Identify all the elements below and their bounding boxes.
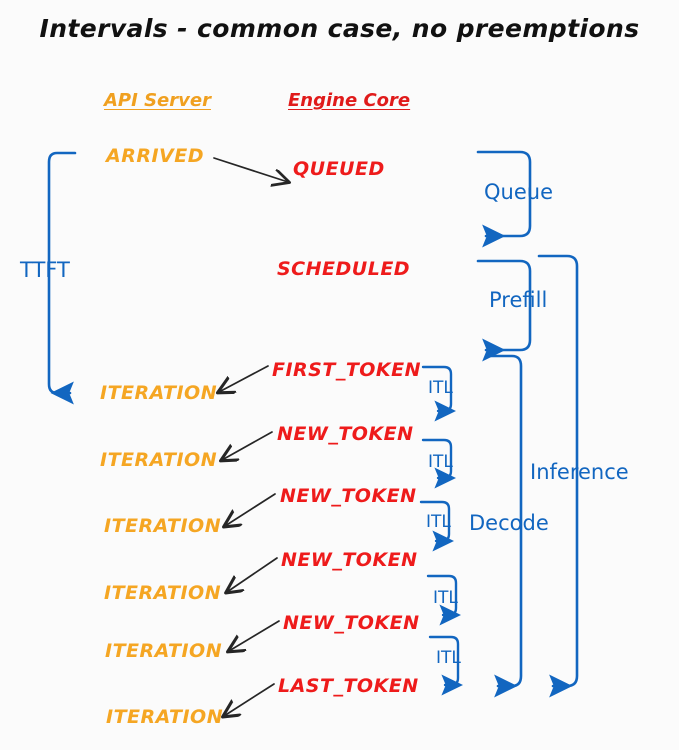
state-scheduled: SCHEDULED [277,258,411,280]
bracket-itl-5 [428,635,463,696]
arrow-arrived-to-queued [213,157,288,182]
interval-label-decode: Decode [469,511,549,535]
state-iteration-3: ITERATION [104,515,222,537]
state-new-token-2: NEW_TOKEN [280,485,417,507]
arrow-last-token-to-iteration [224,683,275,716]
interval-label-itl-4: ITL [433,588,458,608]
arrow-first-token-to-iteration [219,365,269,392]
column-header-engine-core: Engine Core [288,90,411,111]
interval-label-itl-1: ITL [428,378,453,398]
interval-label-itl-2: ITL [428,452,453,472]
state-last-token: LAST_TOKEN [278,675,419,697]
state-arrived: ARRIVED [106,145,204,167]
column-header-api-server: API Server [104,90,211,111]
state-iteration-4: ITERATION [104,582,222,604]
bracket-decode [488,354,523,698]
state-iteration-1: ITERATION [100,382,218,404]
arrow-new-token-3-to-iteration [227,557,278,592]
bracket-itl-1 [421,365,456,422]
bracket-itl-2 [421,438,456,489]
bracket-inference [537,254,579,698]
state-iteration-2: ITERATION [100,449,218,471]
state-iteration-5: ITERATION [105,640,223,662]
arrow-new-token-1-to-iteration [222,431,273,460]
interval-label-inference: Inference [530,460,629,484]
interval-label-ttft: TTFT [20,258,70,282]
state-queued: QUEUED [293,158,385,180]
interval-label-prefill: Prefill [489,288,548,312]
bracket-prefill [476,259,532,362]
state-first-token: FIRST_TOKEN [272,359,422,381]
interval-label-queue: Queue [484,180,553,204]
bracket-itl-3 [419,500,454,552]
state-iteration-6: ITERATION [106,706,224,728]
interval-label-itl-5: ITL [436,648,461,668]
bracket-ttft [47,151,77,405]
arrow-new-token-2-to-iteration [225,493,276,526]
page-title: Intervals - common case, no preemptions [39,14,640,43]
arrow-new-token-4-to-iteration [229,620,280,651]
state-new-token-4: NEW_TOKEN [283,612,420,634]
state-new-token-1: NEW_TOKEN [277,423,414,445]
bracket-itl-4 [426,574,461,626]
interval-label-itl-3: ITL [426,512,451,532]
bracket-queue [476,150,532,248]
state-new-token-3: NEW_TOKEN [281,549,418,571]
